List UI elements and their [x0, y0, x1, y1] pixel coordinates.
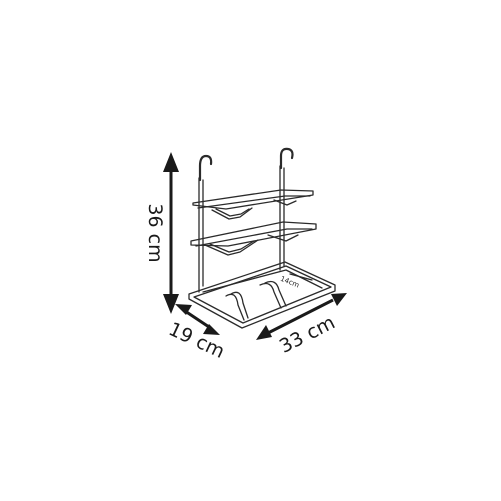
- right-hook: [279, 147, 294, 170]
- depth-arrow-head-left: [175, 304, 192, 315]
- width-label: 33 cm: [276, 311, 339, 357]
- height-arrow-head-top: [163, 152, 179, 172]
- width-arrow-head-right: [331, 293, 347, 306]
- vertical-posts: [198, 165, 285, 293]
- depth-dimension-arrow: [175, 304, 220, 335]
- width-arrow-head-left: [256, 325, 272, 340]
- height-label: 36 cm: [144, 203, 166, 262]
- height-dimension-arrow: [163, 152, 179, 314]
- top-shelf: [192, 189, 314, 220]
- bottom-shelf: [188, 261, 336, 329]
- width-dimension-arrow: [256, 293, 347, 340]
- left-hook: [198, 154, 213, 182]
- height-arrow-head-bottom: [163, 294, 179, 314]
- depth-arrow-shaft: [184, 309, 210, 329]
- depth-label: 19 cm: [165, 318, 228, 363]
- inner-width-label: 14cm: [279, 275, 300, 290]
- middle-shelf: [190, 221, 317, 256]
- width-arrow-shaft: [267, 298, 334, 335]
- depth-arrow-head-right: [203, 324, 220, 335]
- wire-rack-illustration: 14cm: [188, 147, 336, 329]
